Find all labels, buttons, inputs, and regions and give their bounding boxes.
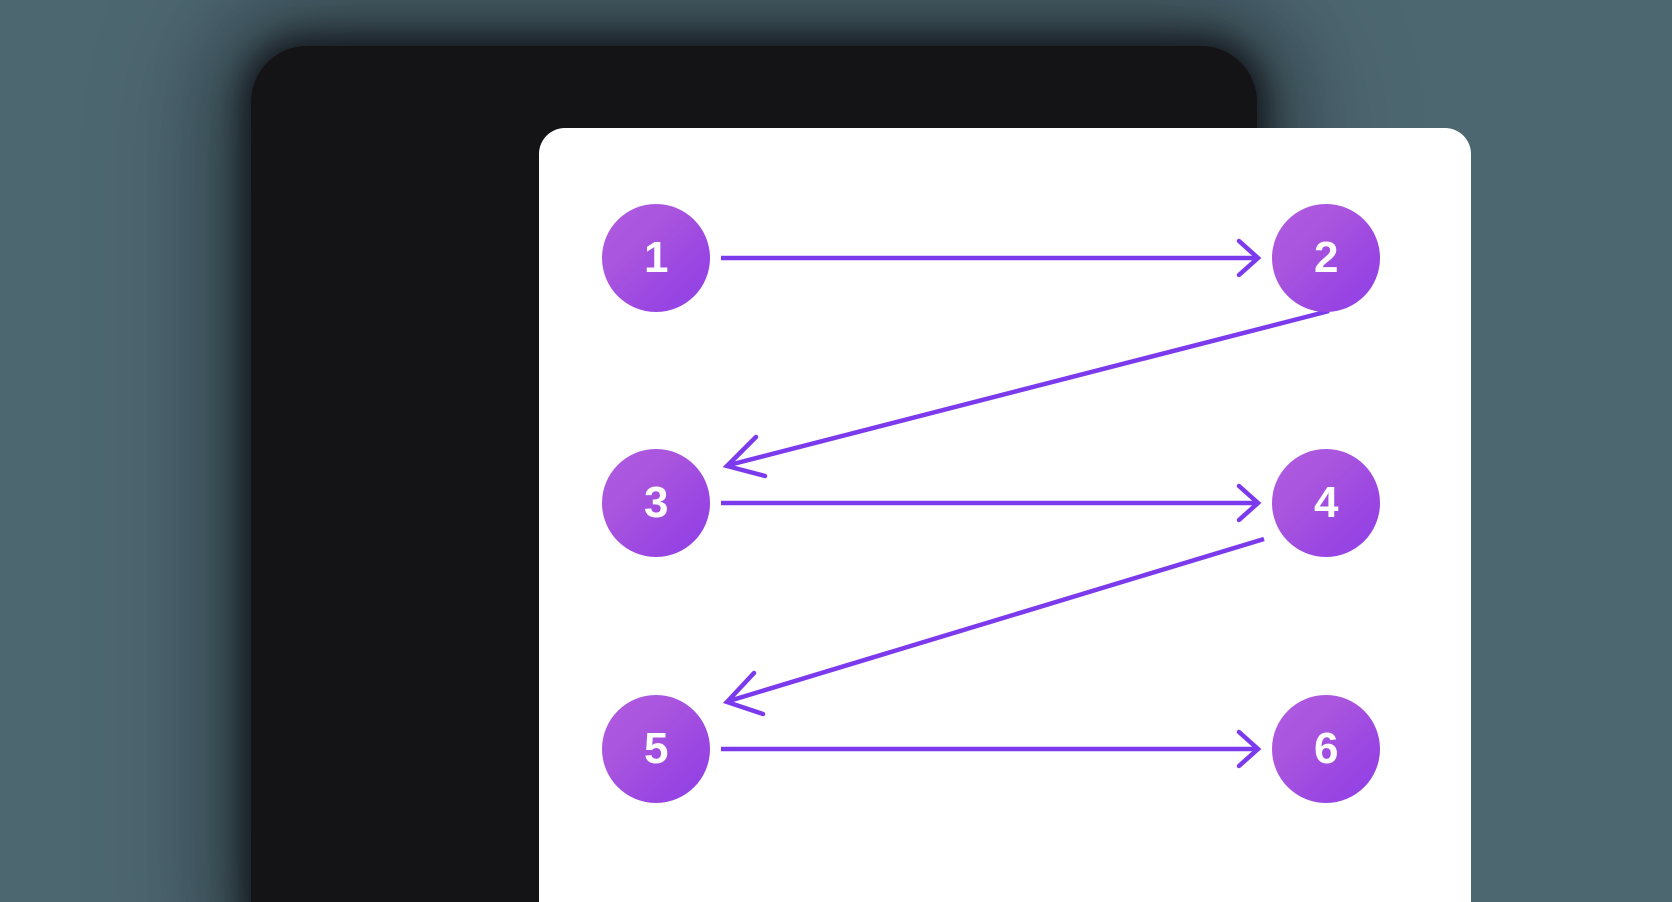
edge-2-to-3-arrowhead: [722, 434, 768, 479]
graph-node-3-label: 3: [644, 478, 668, 527]
graph-node-5-label: 5: [644, 724, 668, 773]
edge-3-to-4: [721, 483, 1262, 523]
edge-4-to-5: [722, 536, 1265, 717]
graph-node-3[interactable]: 3: [602, 449, 710, 557]
graph-node-2-label: 2: [1314, 233, 1338, 282]
graph-node-6[interactable]: 6: [1272, 695, 1380, 803]
graph-node-1[interactable]: 1: [602, 204, 710, 312]
edge-2-to-3-line: [728, 308, 1330, 468]
edge-5-to-6-arrowhead: [1236, 729, 1262, 769]
device-frame: 1 2 3 4 5 6: [251, 46, 1471, 902]
graph-node-2[interactable]: 2: [1272, 204, 1380, 312]
edge-4-to-5-arrowhead: [722, 670, 766, 717]
edge-4-to-5-line: [728, 536, 1265, 704]
graph-node-4-label: 4: [1314, 478, 1338, 527]
graph-node-5[interactable]: 5: [602, 695, 710, 803]
edge-1-to-2-arrowhead: [1236, 238, 1262, 278]
edge-1-to-2: [721, 238, 1262, 278]
edge-2-to-3: [722, 308, 1330, 479]
graph-node-6-label: 6: [1314, 724, 1338, 773]
edge-3-to-4-arrowhead: [1236, 483, 1262, 523]
graph-node-4[interactable]: 4: [1272, 449, 1380, 557]
device-screen: 1 2 3 4 5 6: [539, 128, 1471, 902]
flow-diagram-canvas: [721, 238, 1330, 769]
edge-5-to-6: [721, 729, 1262, 769]
graph-node-1-label: 1: [644, 233, 668, 282]
